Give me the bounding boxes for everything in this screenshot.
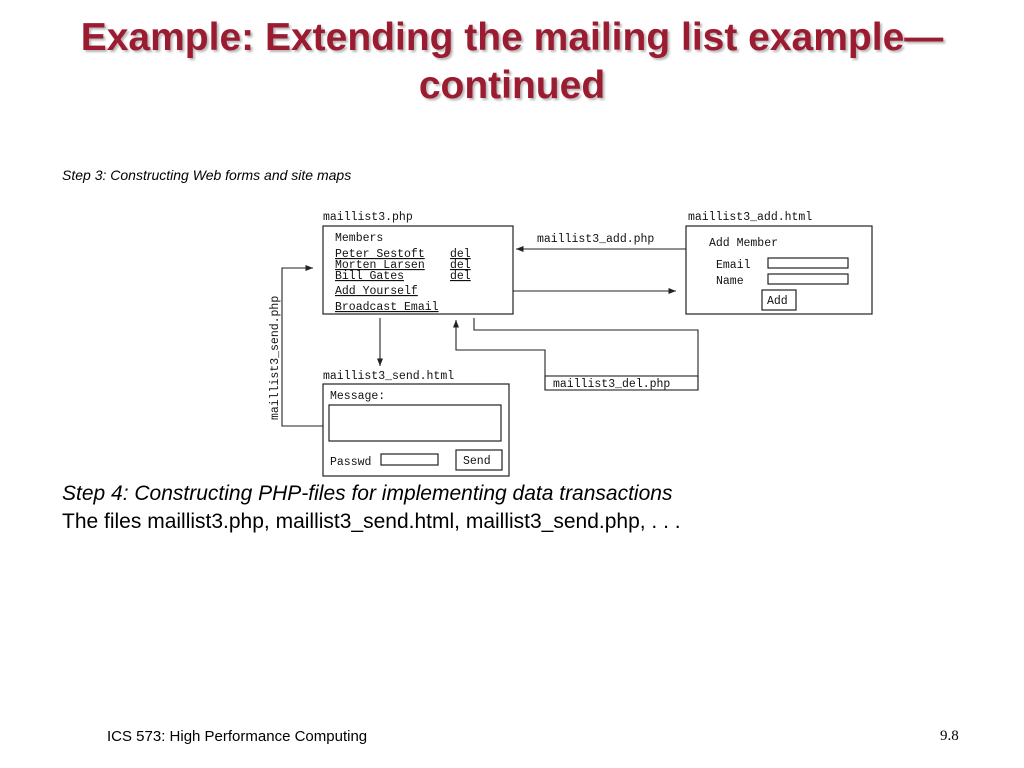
message-textarea[interactable]: [328, 404, 502, 442]
files-list-text: The files maillist3.php, maillist3_send.…: [62, 510, 681, 533]
email-field[interactable]: [767, 257, 849, 269]
footer-course-title: ICS 573: High Performance Computing: [107, 728, 368, 745]
main-page-name: maillist3.php: [323, 211, 413, 224]
send-page-name: maillist3_send.html: [323, 370, 454, 383]
name-label: Name: [716, 275, 744, 288]
del-php-box: [544, 375, 699, 391]
send-php-arrow: [281, 264, 323, 427]
member-name-3[interactable]: Bill Gates: [335, 270, 404, 283]
add-page-name: maillist3_add.html: [688, 211, 812, 224]
passwd-label: Passwd: [330, 456, 371, 469]
main-page-box: [322, 225, 514, 315]
name-field[interactable]: [767, 273, 849, 285]
title-line-1: Example: Extending the mailing list exam…: [80, 16, 944, 59]
footer-slide-number: 9.8: [940, 728, 959, 744]
email-label: Email: [716, 259, 751, 272]
message-label: Message:: [330, 390, 385, 403]
add-yourself-link[interactable]: Add Yourself: [335, 285, 418, 298]
member-del-link-2[interactable]: del: [450, 259, 471, 272]
add-member-heading: Add Member: [709, 237, 778, 250]
del-link-line: [473, 318, 699, 376]
send-button-label: Send: [463, 455, 491, 468]
members-heading: Members: [335, 232, 383, 245]
send-button[interactable]: [455, 449, 503, 471]
add-button[interactable]: [761, 289, 797, 311]
member-del-link-1[interactable]: del: [450, 248, 471, 261]
broadcast-email-link[interactable]: Broadcast Email: [335, 301, 439, 314]
del-php-label: maillist3_del.php: [553, 378, 670, 391]
member-name-2[interactable]: Morten Larsen: [335, 259, 425, 272]
member-name-1[interactable]: Peter Sestoft: [335, 248, 425, 261]
passwd-field[interactable]: [380, 453, 439, 466]
member-del-link-3[interactable]: del: [450, 270, 471, 283]
slide-title: Example: Extending the mailing list exam…: [0, 14, 1024, 110]
title-line-2: continued: [418, 64, 606, 107]
step3-caption: Step 3: Constructing Web forms and site …: [62, 167, 352, 183]
step4-caption: Step 4: Constructing PHP-files for imple…: [62, 482, 673, 505]
add-button-label: Add: [767, 295, 788, 308]
add-php-label: maillist3_add.php: [537, 233, 654, 246]
send-php-label: maillist3_send.php: [269, 296, 282, 420]
